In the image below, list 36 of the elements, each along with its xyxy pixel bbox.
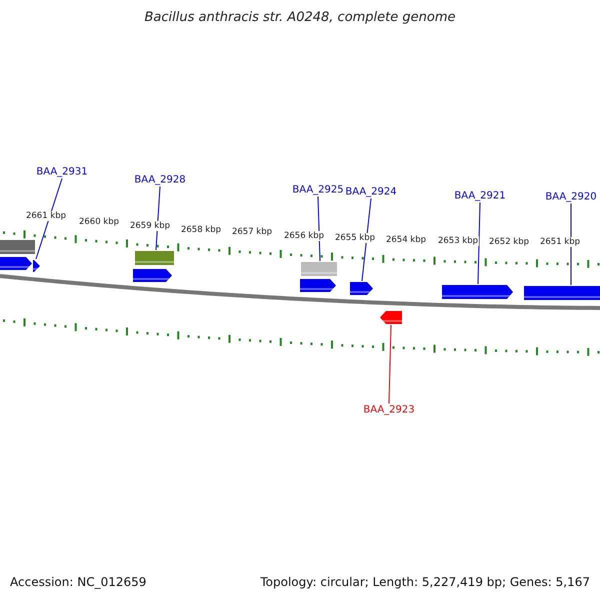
gene-block [135, 251, 174, 265]
scale-label: 2654 kbp [384, 235, 428, 245]
scale-label: 2657 kbp [230, 227, 274, 237]
scale-label: 2661 kbp [24, 211, 68, 221]
gene-feature [33, 260, 40, 272]
scale-label: 2655 kbp [334, 233, 376, 243]
gene-label: BAA_2928 [134, 174, 186, 186]
scale-label: 2651 kbp [538, 237, 582, 247]
gene-label: BAA_2925 [292, 184, 344, 196]
gene-label: BAA_2931 [36, 166, 88, 178]
scale-label: 2656 kbp [282, 231, 326, 241]
gene-feature [442, 285, 513, 299]
genome-info-text: Topology: circular; Length: 5,227,419 bp; Genes: 5,167 [260, 575, 590, 589]
gene-label: BAA_2924 [345, 186, 397, 198]
scale-label: 2653 kbp [436, 236, 480, 246]
gene-label: BAA_2921 [454, 190, 506, 202]
gene-block [301, 262, 337, 276]
diagram-title: Bacillus anthracis str. A0248, complete genome [143, 10, 457, 25]
gene-block [0, 240, 35, 254]
scale-label: 2659 kbp [128, 221, 172, 231]
gene-feature [350, 282, 373, 295]
scale-label: 2660 kbp [78, 217, 120, 227]
leader-line [36, 178, 62, 260]
gene-feature [300, 279, 336, 292]
leader-line [478, 202, 480, 284]
gene-feature [133, 269, 172, 282]
leader-line [388, 324, 392, 404]
gene-label: BAA_2923 [363, 404, 415, 416]
gene-label: BAA_2920 [545, 192, 597, 202]
accession-text: Accession: NC_012659 [10, 575, 146, 589]
gene-feature [380, 311, 402, 324]
scale-label: 2658 kbp [180, 225, 222, 235]
leader-line [570, 203, 572, 286]
gene-block [524, 286, 600, 300]
leader-line [362, 198, 372, 282]
scale-label: 2652 kbp [488, 237, 530, 247]
